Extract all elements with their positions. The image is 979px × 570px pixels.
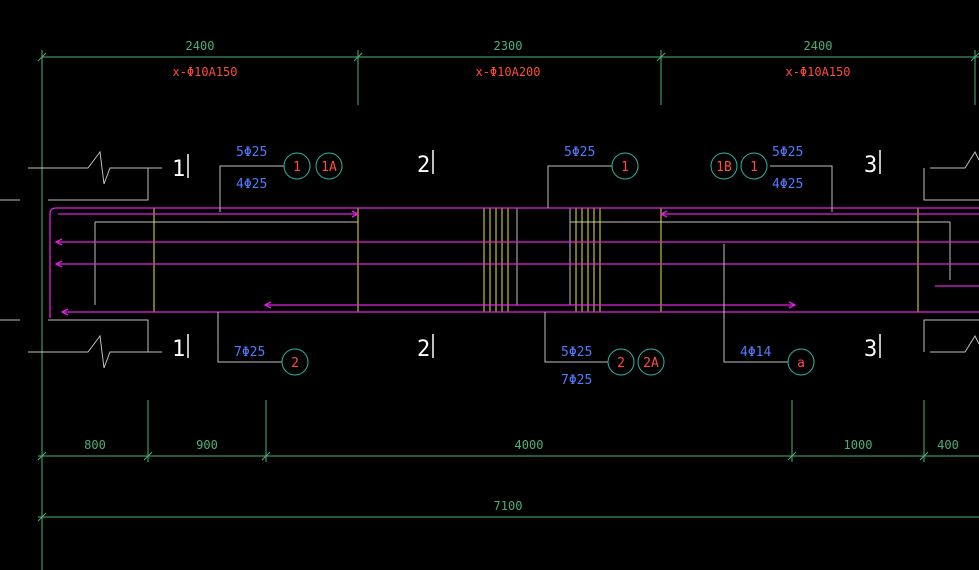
top-span-1: 2400 xyxy=(186,39,215,53)
rebar-label-top-right-1: 5Φ25 xyxy=(772,145,803,160)
bottom-segment-5: 400 xyxy=(937,438,959,452)
section-mark-2-bottom: 2 xyxy=(417,337,430,362)
bottom-segment-3: 4000 xyxy=(515,438,544,452)
rebar-label-bottom-left: 7Φ25 xyxy=(234,345,265,360)
stirrup-spec-1: x-Φ10A150 xyxy=(172,65,237,79)
bubble-bottom-mid-b: 2A xyxy=(643,356,659,371)
section-mark-3-top: 3 xyxy=(864,153,877,178)
rebar-lines xyxy=(49,207,979,318)
rebar-label-bottom-right: 4Φ14 xyxy=(740,345,771,360)
bottom-segment-4: 1000 xyxy=(844,438,873,452)
stirrup-lines xyxy=(153,208,919,312)
rebar-label-bottom-mid-2: 7Φ25 xyxy=(561,373,592,388)
section-mark-2-top: 2 xyxy=(417,153,430,178)
bubble-top-right-b: 1 xyxy=(750,160,758,175)
top-span-3: 2400 xyxy=(804,39,833,53)
top-span-2: 2300 xyxy=(494,39,523,53)
rebar-label-top-left-1: 5Φ25 xyxy=(236,145,267,160)
section-cut-lines xyxy=(28,150,979,369)
rebar-label-top-left-2: 4Φ25 xyxy=(236,177,267,192)
bubble-rings xyxy=(281,152,815,376)
leader-lines xyxy=(217,165,833,363)
beam-outline xyxy=(48,168,979,352)
rebar-label-top-mid: 5Φ25 xyxy=(564,145,595,160)
bubble-top-left-b: 1A xyxy=(321,160,337,175)
bottom-segment-1: 800 xyxy=(84,438,106,452)
section-mark-1-bottom: 1 xyxy=(172,337,185,362)
bottom-segment-2: 900 xyxy=(196,438,218,452)
section-mark-1-top: 1 xyxy=(172,157,185,182)
bubble-bottom-mid-a: 2 xyxy=(617,356,625,371)
bubble-top-right-a: 1B xyxy=(716,160,732,175)
stirrup-spec-2: x-Φ10A200 xyxy=(475,65,540,79)
bubble-top-left-a: 1 xyxy=(293,160,301,175)
bottom-dimension-group xyxy=(37,400,979,522)
rebar-label-bottom-mid-1: 5Φ25 xyxy=(561,345,592,360)
bubble-bottom-left: 2 xyxy=(291,356,299,371)
rebar-label-top-right-2: 4Φ25 xyxy=(772,177,803,192)
top-dimension-group xyxy=(37,50,979,570)
bubble-bottom-right: a xyxy=(797,356,805,371)
bubble-top-mid: 1 xyxy=(621,160,629,175)
bottom-total: 7100 xyxy=(494,499,523,513)
stirrup-spec-3: x-Φ10A150 xyxy=(785,65,850,79)
left-edge-ticks xyxy=(0,199,20,321)
section-mark-3-bottom: 3 xyxy=(864,337,877,362)
